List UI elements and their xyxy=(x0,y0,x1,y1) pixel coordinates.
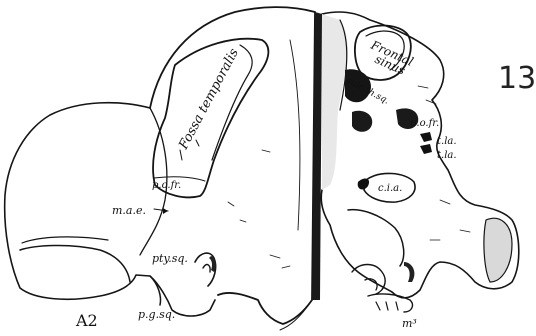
label-p-o-fr-left: p.o.fr. xyxy=(152,180,181,191)
label-m-a-e: m.a.e. xyxy=(112,204,146,217)
label-pty-sq: pty.sq. xyxy=(152,252,188,265)
figure-label: A2 xyxy=(75,311,98,330)
left-skull-specimen xyxy=(5,7,322,330)
anatomical-labels: Fossa temporalis Frontal sinus sulc.th.s… xyxy=(75,38,536,330)
label-p-g-sq: p.g.sq. xyxy=(138,308,175,321)
label-m3: m³ xyxy=(402,317,417,330)
label-c-i-a: c.i.a. xyxy=(378,183,402,194)
label-p-o-fr-right: p.o.fr. xyxy=(410,118,439,129)
plate-number: 13 xyxy=(498,61,536,96)
label-fossa-temporalis: Fossa temporalis xyxy=(176,46,242,153)
label-t-la-lower: t.la. xyxy=(437,150,457,161)
label-t-la-upper: t.la. xyxy=(437,136,457,147)
right-skull-specimen xyxy=(321,12,518,312)
